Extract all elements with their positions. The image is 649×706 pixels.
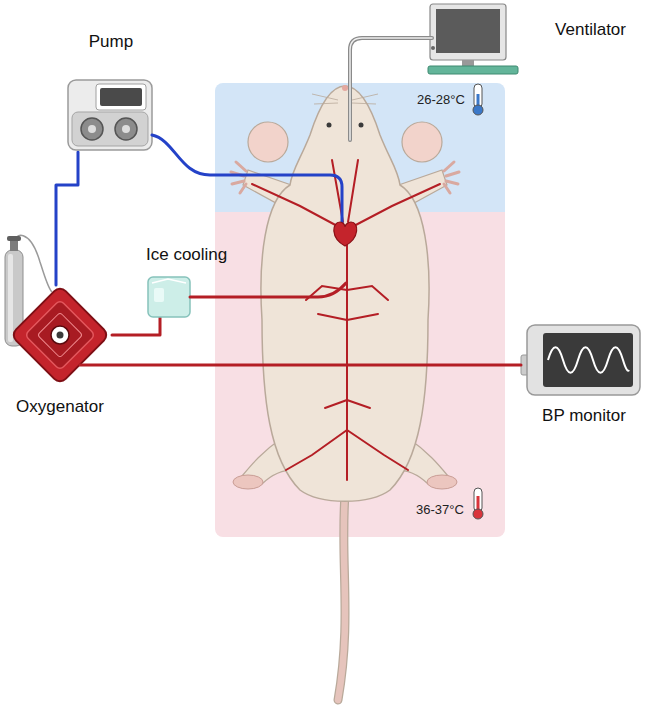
rat-figure-part (402, 122, 442, 162)
device-label: BP monitor (542, 406, 626, 426)
tubing-part (152, 135, 342, 224)
pump-icon-part (122, 125, 130, 133)
rat-figure-part (233, 475, 263, 489)
rat-figure-part (338, 495, 345, 700)
heart-symbol (334, 222, 357, 246)
ventilator-icon (428, 4, 518, 74)
tubing (80, 38, 521, 365)
pump-icon-part (81, 118, 103, 140)
rat-figure-part (231, 162, 246, 193)
rat-figure-part (427, 475, 457, 489)
oxygenator-icon (11, 286, 110, 385)
blood-vessels-part (346, 240, 348, 480)
ice-cube-part (154, 288, 164, 302)
bp-monitor-icon-part (548, 347, 629, 373)
temperature-label: 36-37°C (416, 502, 464, 517)
blood-vessels-part (350, 184, 440, 228)
rat-figure-part (248, 122, 288, 162)
ice-cube (148, 277, 190, 317)
oxygenator-icon-part (51, 326, 69, 344)
temperature-label: 26-28°C (417, 92, 465, 107)
oxygenator-icon-part (37, 312, 82, 357)
device-label: Ventilator (555, 20, 626, 40)
blood-vessels-part (252, 184, 341, 228)
tubing-part (350, 38, 432, 140)
tube-connector (112, 317, 160, 335)
ventilator-icon-part (436, 9, 500, 53)
bp-monitor-icon-part (527, 325, 640, 395)
oxygenator-icon-part (25, 300, 96, 371)
gas-cylinder-part (7, 236, 21, 241)
tubing-part (350, 38, 432, 140)
tubing-part (190, 283, 346, 297)
gas-cylinder-part (8, 254, 13, 342)
pump-icon-part (88, 125, 96, 133)
gas-cylinder-part (10, 240, 18, 251)
ventilator-icon-part (462, 60, 474, 66)
rat-figure-part (342, 85, 348, 91)
ventilator-icon-part (431, 46, 435, 50)
pump-icon-part (68, 80, 152, 150)
oxygenator-icon-part (57, 332, 64, 339)
pump-icon (68, 80, 152, 150)
bp-monitor-icon-part (543, 333, 633, 387)
thermometer-cool (473, 84, 483, 115)
thermometer-cool-part (474, 84, 482, 108)
rat-figure (231, 85, 459, 700)
ventilator-icon-part (428, 66, 518, 74)
device-label: Oxygenator (16, 397, 104, 417)
rat-figure-part (359, 123, 364, 128)
rat-figure-part (444, 162, 459, 193)
pump-icon-part (115, 118, 137, 140)
rat-figure-part (312, 94, 378, 104)
ice-cube-part (152, 279, 186, 283)
bp-monitor-icon (521, 325, 640, 395)
tube-connector (56, 152, 78, 285)
pump-icon-part (72, 112, 148, 146)
blood-vessels-part (332, 160, 358, 222)
rat-figure-part (338, 495, 345, 700)
tubing-part (80, 364, 521, 367)
ice-cube-part (148, 277, 190, 317)
oxygenator-icon-part (11, 286, 110, 385)
thermometer-warm-part (474, 488, 482, 512)
device-label: Pump (89, 32, 133, 52)
heart-symbol-part (334, 222, 357, 246)
blood-vessels-part (325, 400, 370, 408)
pump-icon-part (96, 84, 146, 110)
blood-vessels-part (286, 430, 408, 470)
ventilator-icon-part (430, 4, 506, 60)
rat-figure-part (327, 123, 332, 128)
rat-figure-part (261, 86, 429, 501)
thermometer-warm (473, 488, 483, 519)
device-label: Ice cooling (146, 245, 227, 265)
pump-icon-part (100, 88, 142, 106)
thermometer-warm-part (473, 509, 483, 519)
blood-vessels (252, 160, 440, 480)
thermometer-cool-part (473, 105, 483, 115)
blood-vessels-part (318, 314, 378, 320)
